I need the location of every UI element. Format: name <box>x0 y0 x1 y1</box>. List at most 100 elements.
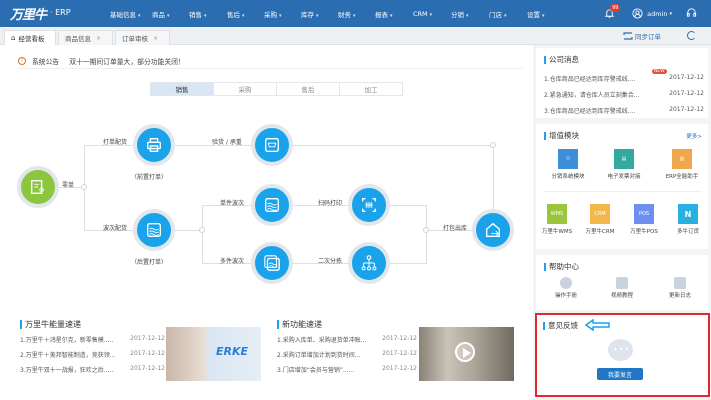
module-distribution[interactable]: ⚇分销系统模块 <box>548 149 588 180</box>
help-label: 更新日志 <box>668 293 691 299</box>
news-text: 1.仓库商品已经达到库存警戒线.... <box>544 76 636 83</box>
flow-tab-sales[interactable]: 销售 <box>150 82 214 96</box>
news-date: 2017-12-12 <box>130 365 165 372</box>
module-label: ERP全能助手 <box>665 174 699 180</box>
chat-bubble-icon: ••• <box>608 339 633 361</box>
video-thumbnail[interactable] <box>419 327 514 381</box>
news-date: 2017-12-12 <box>669 90 704 97</box>
warehouse-exit-icon <box>486 222 500 237</box>
junction <box>423 227 429 233</box>
nav-aftersale[interactable]: 售后▾ <box>227 9 264 19</box>
notification-badge: 99 <box>610 3 621 12</box>
module-e-invoice[interactable]: ▤电子发票对接 <box>604 149 644 180</box>
news-item[interactable]: 2.采购订单增加计划到货时间...2017-12-12 <box>277 350 417 359</box>
logo: 万里牛 <box>10 8 47 23</box>
connector <box>202 205 427 206</box>
hierarchy-icon: ⚇ <box>558 149 578 169</box>
refresh-icon[interactable] <box>687 31 696 40</box>
company-news-item[interactable]: 2.紧急通知，请仓库人员立刻集合... 2017-12-12 <box>544 90 704 99</box>
nav-finance[interactable]: 财务▾ <box>338 9 375 19</box>
nav-distribution[interactable]: 分销▾ <box>451 9 489 19</box>
barcode-print-node[interactable] <box>348 184 390 226</box>
notification-button[interactable]: 99 <box>604 3 621 20</box>
module-wms[interactable]: WMS 万里牛WMS <box>538 204 576 235</box>
module-label: 电子发票对接 <box>607 174 641 180</box>
help-center-panel: 帮助中心 操作手册 视频教程 更新日志 <box>536 255 708 310</box>
news-text: 1.采购入库单、采购退货单冲账... <box>277 337 367 344</box>
nav-inventory[interactable]: 库存▾ <box>301 9 338 19</box>
secondary-sort-node[interactable] <box>348 242 390 284</box>
flow-tab-purchase[interactable]: 采购 <box>213 82 277 96</box>
news-text: 3.门店增加“会员与营销”...... <box>277 367 355 374</box>
label-inspect-weigh: 验货 / 承重 <box>212 139 242 146</box>
caret-icon: ▾ <box>138 12 141 19</box>
nav-reports[interactable]: 报表▾ <box>375 9 413 19</box>
nav-store[interactable]: 门店▾ <box>489 9 527 19</box>
module-erp-assistant[interactable]: ▥ERP全能助手 <box>660 149 704 180</box>
caret-icon: ▾ <box>242 12 245 19</box>
news-item[interactable]: 2.万里牛＋美邦智能制造，竞获领...2017-12-12 <box>20 350 165 359</box>
search-icon <box>560 277 572 289</box>
company-news-item[interactable]: 3.仓库商品已经达到库存警戒线....2017-12-12 <box>544 106 704 115</box>
caret-icon: ▾ <box>504 12 507 19</box>
help-video[interactable]: 视频教程 <box>602 277 642 299</box>
news-item[interactable]: 1.采购入库单、采购退货单冲账...2017-12-12 <box>277 335 417 344</box>
caret-icon: ▾ <box>279 12 282 19</box>
sales-flow-diagram: 零单 打单配货 （前置打单） 验货 / 承重 波次配货 （后置打单） 单件波次 … <box>0 110 530 325</box>
wave-document-icon <box>147 223 161 237</box>
barcode-scan-icon <box>362 198 376 212</box>
headset-button[interactable] <box>686 7 697 20</box>
print-ship-node[interactable] <box>133 124 175 166</box>
sync-orders-button[interactable]: 同步订单 <box>623 31 661 41</box>
help-changelog[interactable]: 更新日志 <box>660 277 700 299</box>
more-link[interactable]: 更多> <box>686 134 702 140</box>
single-batch-node[interactable] <box>251 184 293 226</box>
label-zero-order: 零单 <box>62 182 75 189</box>
play-icon[interactable] <box>455 342 475 362</box>
video-icon <box>616 277 628 289</box>
nav-label: 财务 <box>338 10 351 19</box>
news-item[interactable]: 1.万里牛＋鸿星尔克，新零售模..... 2017-12-12 <box>20 335 165 344</box>
nav-settings[interactable]: 设置▾ <box>527 9 565 19</box>
wave-document-icon <box>265 198 279 212</box>
speak-button[interactable]: 我要发言 <box>597 368 643 380</box>
tab-order-review[interactable]: 订单审核 × <box>115 30 170 45</box>
inspect-weigh-node[interactable] <box>251 124 293 166</box>
news-text: 2.紧急通知，请仓库人员立刻集合... <box>544 92 640 99</box>
dashboard-main: ! 系统公告 双十一期间订单量大，部分功能关闭！ 销售 采购 售后 加工 零单 … <box>0 45 530 400</box>
flow-tab-aftersale[interactable]: 售后 <box>276 82 340 96</box>
nav-purchase[interactable]: 采购▾ <box>264 9 301 19</box>
tab-goods-info[interactable]: 商品信息 × <box>58 30 113 45</box>
help-manual[interactable]: 操作手册 <box>546 277 586 299</box>
nav-basic-info[interactable]: 基础信息▾ <box>110 9 152 19</box>
erke-store-image[interactable]: ERKE <box>166 327 261 381</box>
multi-batch-node[interactable] <box>251 242 293 284</box>
batch-ship-node[interactable] <box>133 209 175 251</box>
nav-goods[interactable]: 商品▾ <box>152 9 189 19</box>
nav-crm[interactable]: CRM▾ <box>413 10 451 18</box>
tab-label: 商品信息 <box>65 35 91 43</box>
news-item[interactable]: 3.万里牛双十一战报，狂欢之后.....2017-12-12 <box>20 365 165 374</box>
module-label: 万里牛WMS <box>541 229 573 235</box>
wms-icon: WMS <box>547 204 567 224</box>
flow-tab-processing[interactable]: 加工 <box>339 82 403 96</box>
pos-icon: POS <box>634 204 654 224</box>
news-date: 2017-12-12 <box>130 335 165 342</box>
tab-dashboard[interactable]: ⌂ 经营看板 <box>4 30 56 45</box>
panel-title: 增值模块 <box>544 132 579 140</box>
close-icon[interactable]: × <box>153 34 159 42</box>
pack-out-node[interactable] <box>472 209 514 251</box>
start-order-node[interactable] <box>17 166 59 208</box>
user-menu[interactable]: admin ▾ <box>632 8 672 19</box>
news-item[interactable]: 3.门店增加“会员与营销”......2017-12-12 <box>277 365 417 374</box>
close-icon[interactable]: × <box>96 34 102 42</box>
news-text: 2.采购订单增加计划到货时间... <box>277 352 361 359</box>
arrow-left-icon <box>585 319 610 331</box>
news-text: 1.万里牛＋鸿星尔克，新零售模..... <box>20 337 114 344</box>
main-nav: 基础信息▾ 商品▾ 销售▾ 售后▾ 采购▾ 库存▾ 财务▾ 报表▾ CRM▾ 分… <box>110 0 565 27</box>
nav-sales[interactable]: 销售▾ <box>189 9 227 19</box>
